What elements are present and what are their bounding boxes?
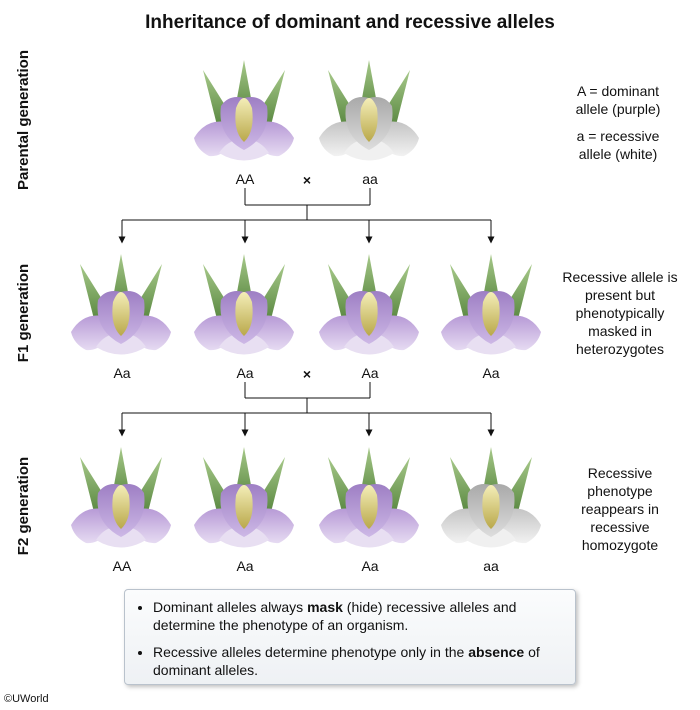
genotype-f1-3: Aa (361, 365, 379, 381)
genotype-parental-left: AA (235, 171, 255, 187)
bold-mask: mask (307, 599, 343, 615)
note-recessive-allele: a = recessive allele (white) (576, 128, 660, 162)
note-dominant-allele: A = dominant allele (purple) (575, 83, 661, 117)
summary-bullet-dominant: Dominant alleles always mask (hide) rece… (153, 598, 561, 634)
flower-purple-f1-2 (189, 252, 299, 362)
flower-purple-f2-3 (314, 445, 424, 555)
genotype-f1-2: Aa (236, 365, 254, 381)
diagram-title: Inheritance of dominant and recessive al… (145, 12, 555, 33)
flower-purple-f1-4 (436, 252, 546, 362)
cross-symbol-parental: × (302, 172, 312, 188)
note-f2-reappears: Recessive phenotype reappears in recessi… (581, 465, 659, 553)
flower-purple-f1-3 (314, 252, 424, 362)
flower-purple-f1-1 (66, 252, 176, 362)
genotype-f1-4: Aa (482, 365, 500, 381)
flower-white-f2-4 (436, 445, 546, 555)
copyright-label: ©UWorld (4, 693, 49, 705)
genotype-f1-1: Aa (113, 365, 131, 381)
genotype-f2-3: Aa (361, 558, 379, 574)
flower-purple-parental (189, 58, 299, 168)
genotype-parental-right: aa (362, 171, 378, 187)
genotype-f2-1: AA (112, 558, 132, 574)
flower-purple-f2-1 (66, 445, 176, 555)
summary-box: Dominant alleles always mask (hide) rece… (124, 589, 576, 685)
note-f1-masked: Recessive allele is present but phenotyp… (562, 269, 678, 357)
cross-symbol-f1: × (302, 366, 312, 382)
flower-purple-f2-2 (189, 445, 299, 555)
summary-bullet-recessive: Recessive alleles determine phenotype on… (153, 643, 561, 679)
genotype-f2-2: Aa (236, 558, 254, 574)
genotype-f2-4: aa (483, 558, 499, 574)
bold-absence: absence (468, 644, 525, 660)
flower-white-parental (314, 58, 424, 168)
